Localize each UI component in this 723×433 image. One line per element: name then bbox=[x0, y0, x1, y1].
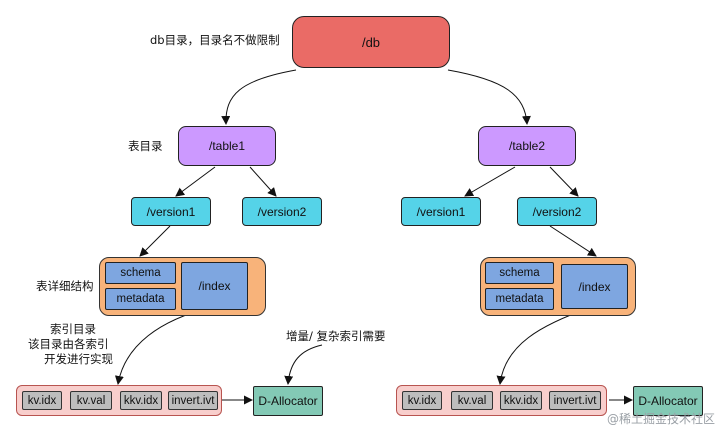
left-allocator-node: D-Allocator bbox=[253, 386, 323, 416]
db-note: db目录，目录名不做限制 bbox=[150, 33, 280, 47]
right-file-invert-ivt: invert.ivt bbox=[549, 391, 601, 410]
t1-version1-node: /version1 bbox=[131, 197, 211, 226]
table2-node: /table2 bbox=[478, 126, 576, 166]
left-metadata-node: metadata bbox=[105, 288, 176, 310]
edge-db-table2 bbox=[447, 69, 531, 125]
index-note-line-1: 索引目录 bbox=[50, 322, 96, 336]
right-file-kkv-idx: kkv.idx bbox=[500, 391, 542, 410]
left-schema-node: schema bbox=[105, 262, 176, 284]
edge-db-table1 bbox=[221, 69, 297, 125]
t2-version1-node: /version1 bbox=[401, 197, 481, 226]
index-note-line-3: 开发进行实现 bbox=[44, 352, 113, 366]
edge-table1-v2 bbox=[249, 166, 277, 197]
db-node: /db bbox=[292, 16, 450, 68]
right-file-kv-val: kv.val bbox=[451, 391, 493, 410]
table-note: 表目录 bbox=[128, 139, 163, 153]
left-index-node: /index bbox=[181, 262, 248, 310]
index-note: 索引目录 该目录由各索引 开发进行实现 bbox=[28, 322, 113, 367]
t1-version2-node: /version2 bbox=[242, 197, 322, 226]
edge-table2-v2 bbox=[549, 166, 579, 197]
edge-v2-right-detail bbox=[549, 225, 597, 257]
edge-right-index-files bbox=[496, 306, 593, 385]
edge-note-allocator bbox=[284, 344, 323, 385]
left-file-kv-idx: kv.idx bbox=[22, 391, 62, 410]
edge-table2-v1 bbox=[464, 166, 516, 197]
left-file-kv-val: kv.val bbox=[70, 391, 112, 410]
t2-version2-node: /version2 bbox=[517, 197, 597, 226]
index-note-line-2: 该目录由各索引 bbox=[28, 337, 109, 351]
right-schema-node: schema bbox=[485, 262, 554, 284]
edge-left-index-files bbox=[114, 306, 213, 385]
left-file-kkv-idx: kkv.idx bbox=[120, 391, 162, 410]
right-metadata-node: metadata bbox=[485, 288, 554, 310]
right-file-kv-idx: kv.idx bbox=[402, 391, 442, 410]
right-allocator-node: D-Allocator bbox=[633, 386, 703, 416]
watermark: @稀土掘金技术社区 bbox=[606, 412, 715, 426]
alloc-note: 增量/ 复杂索引需要 bbox=[286, 329, 386, 343]
left-file-invert-ivt: invert.ivt bbox=[168, 391, 218, 410]
right-index-node: /index bbox=[561, 264, 628, 309]
edge-v1-left-detail bbox=[139, 225, 171, 257]
detail-note: 表详细结构 bbox=[36, 279, 94, 293]
table1-node: /table1 bbox=[178, 126, 276, 166]
edge-table1-v1 bbox=[175, 166, 216, 197]
